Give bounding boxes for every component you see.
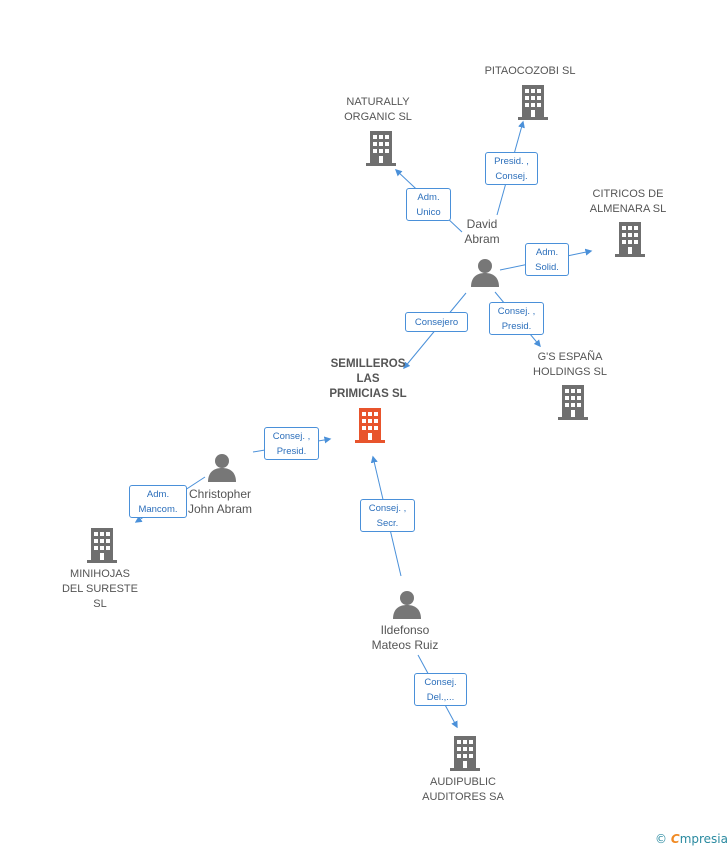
brand-name: mpresia <box>679 832 728 846</box>
company-label-minihojas[interactable]: MINIHOJAS DEL SURESTE SL <box>61 568 138 610</box>
person-icon-david[interactable] <box>470 257 500 287</box>
relation-ildefonso-main[interactable]: Consej. , Secr. <box>360 499 415 532</box>
brand-footer: © Cmpresia <box>655 832 728 846</box>
person-label-david[interactable]: David Abram <box>464 217 500 246</box>
relation-david-naturally[interactable]: Adm. Unico <box>406 188 451 221</box>
relation-ildefonso-audipublic[interactable]: Consej. Del.,... <box>414 673 467 706</box>
person-label-christopher[interactable]: Christopher John Abram <box>187 487 253 516</box>
company-label-audipublic[interactable]: AUDIPUBLIC AUDITORES SA <box>422 776 504 803</box>
relation-david-pitaocozobi[interactable]: Presid. , Consej. <box>485 152 538 185</box>
building-icon-naturally[interactable] <box>364 130 398 166</box>
company-label-pitaocozobi[interactable]: PITAOCOZOBI SL <box>484 65 576 77</box>
building-icon-main[interactable] <box>353 407 387 443</box>
company-label-naturally[interactable]: NATURALLY ORGANIC SL <box>344 96 412 123</box>
relation-david-main[interactable]: Consejero <box>405 312 468 332</box>
brand-logo-mark: C <box>670 832 680 846</box>
building-icon-citricos[interactable] <box>613 221 647 257</box>
company-label-gs[interactable]: G'S ESPAÑA HOLDINGS SL <box>533 351 607 378</box>
building-icon-pitaocozobi[interactable] <box>516 84 550 120</box>
company-label-citricos[interactable]: CITRICOS DE ALMENARA SL <box>589 188 667 215</box>
relation-david-citricos[interactable]: Adm. Solid. <box>525 243 569 276</box>
copyright-icon: © <box>655 832 668 846</box>
relation-christopher-main[interactable]: Consej. , Presid. <box>264 427 319 460</box>
company-label-main[interactable]: SEMILLEROS LAS PRIMICIAS SL <box>329 358 407 400</box>
building-icon-gs[interactable] <box>556 384 590 420</box>
building-icon-audipublic[interactable] <box>448 735 482 771</box>
person-icon-ildefonso[interactable] <box>392 589 422 619</box>
person-icon-christopher[interactable] <box>207 452 237 482</box>
relation-christopher-minihojas[interactable]: Adm. Mancom. <box>129 485 187 518</box>
person-label-ildefonso[interactable]: Ildefonso Mateos Ruiz <box>371 623 439 652</box>
building-icon-minihojas[interactable] <box>85 527 119 563</box>
relation-david-gs[interactable]: Consej. , Presid. <box>489 302 544 335</box>
